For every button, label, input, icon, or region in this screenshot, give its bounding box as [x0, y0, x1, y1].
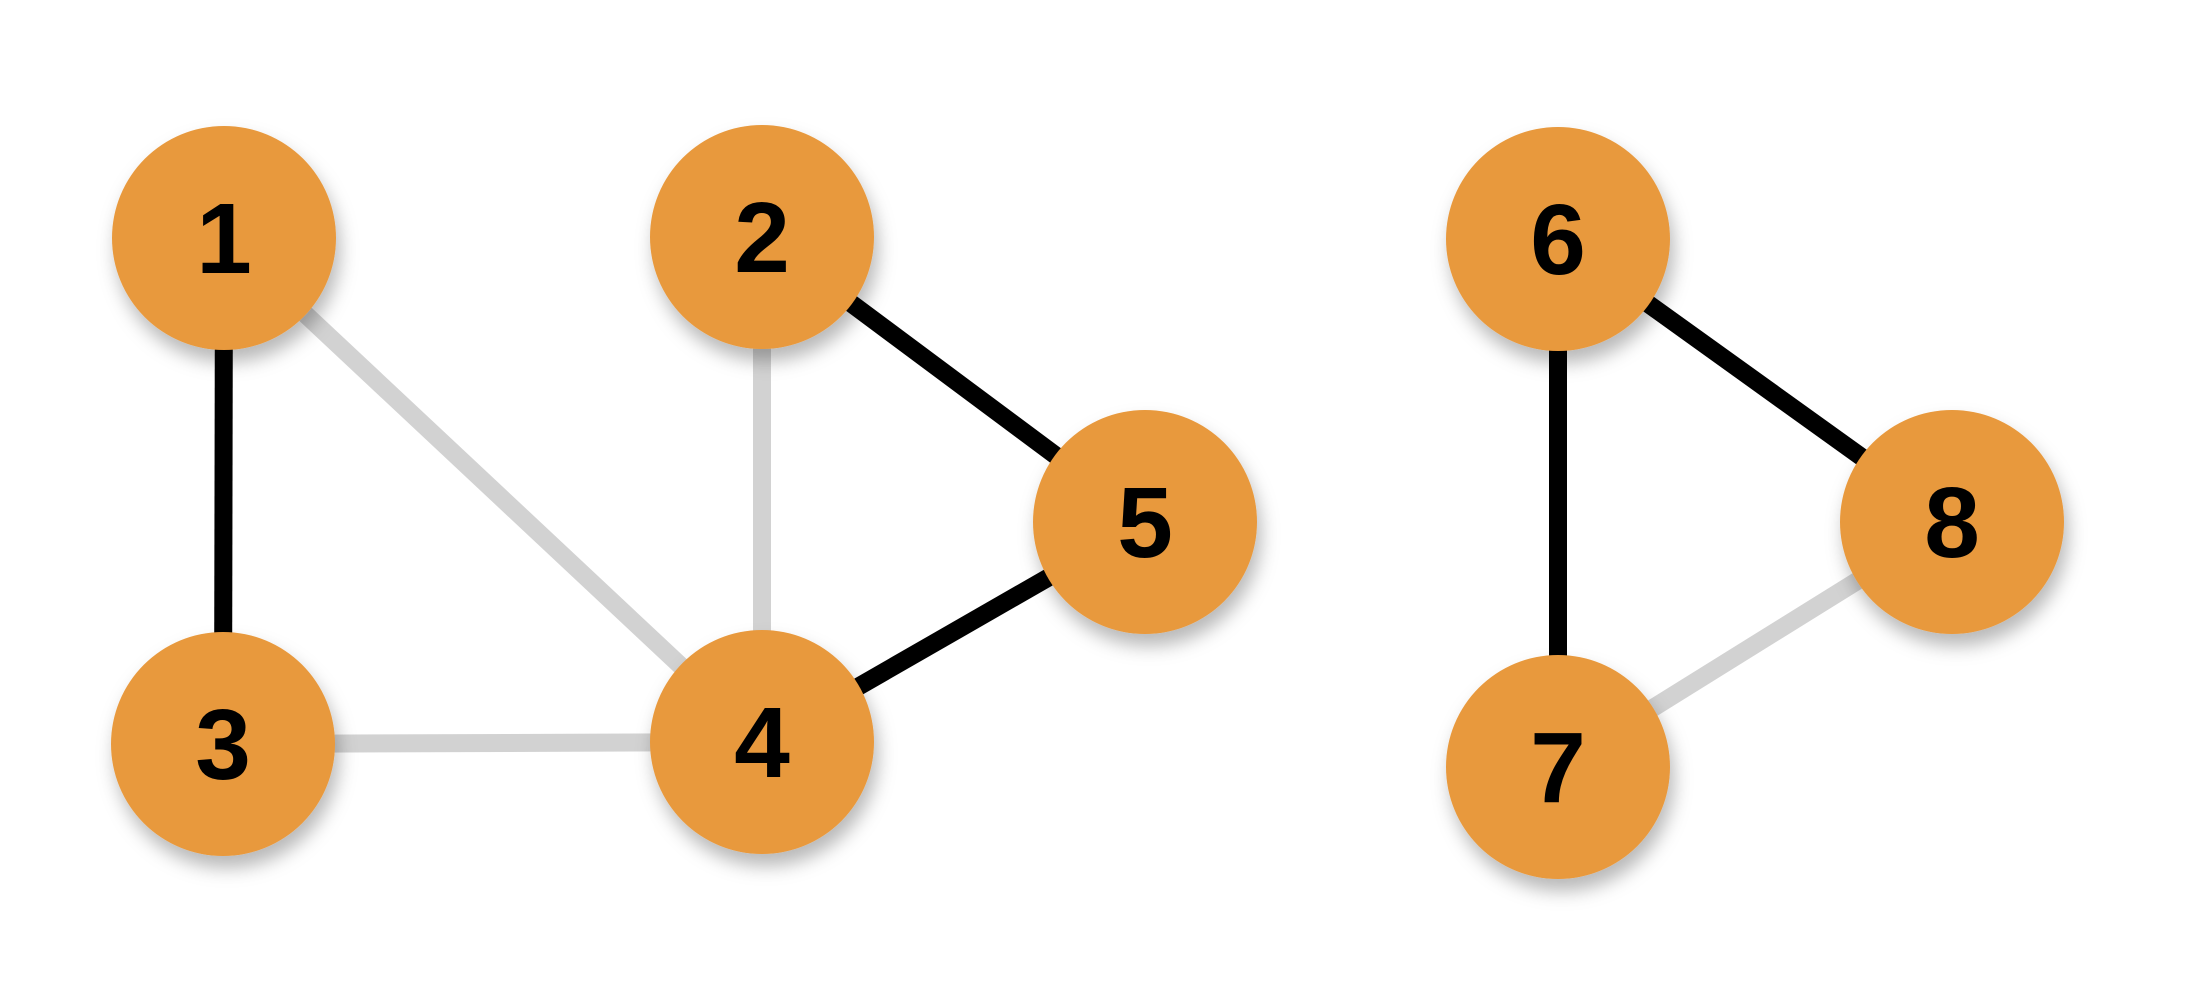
graph-node-2: 2	[650, 125, 874, 349]
nodes-layer: 1 2 3 456 78	[111, 125, 2064, 879]
graph-node-8: 8	[1840, 410, 2064, 634]
edge-1-4-weak	[217, 231, 769, 749]
node-circle-2	[650, 125, 874, 349]
node-circle-3	[111, 632, 335, 856]
graph-node-1: 1	[112, 126, 336, 350]
graph-node-5: 5	[1033, 410, 1257, 634]
node-circle-1	[112, 126, 336, 350]
node-circle-6	[1446, 127, 1670, 351]
graph-node-4: 4	[650, 630, 874, 854]
node-circle-7	[1446, 655, 1670, 879]
graph-node-3: 3	[111, 632, 335, 856]
graph-node-7: 7	[1446, 655, 1670, 879]
node-circle-4	[650, 630, 874, 854]
node-circle-5	[1033, 410, 1257, 634]
graph-node-6: 6	[1446, 127, 1670, 351]
node-circle-8	[1840, 410, 2064, 634]
